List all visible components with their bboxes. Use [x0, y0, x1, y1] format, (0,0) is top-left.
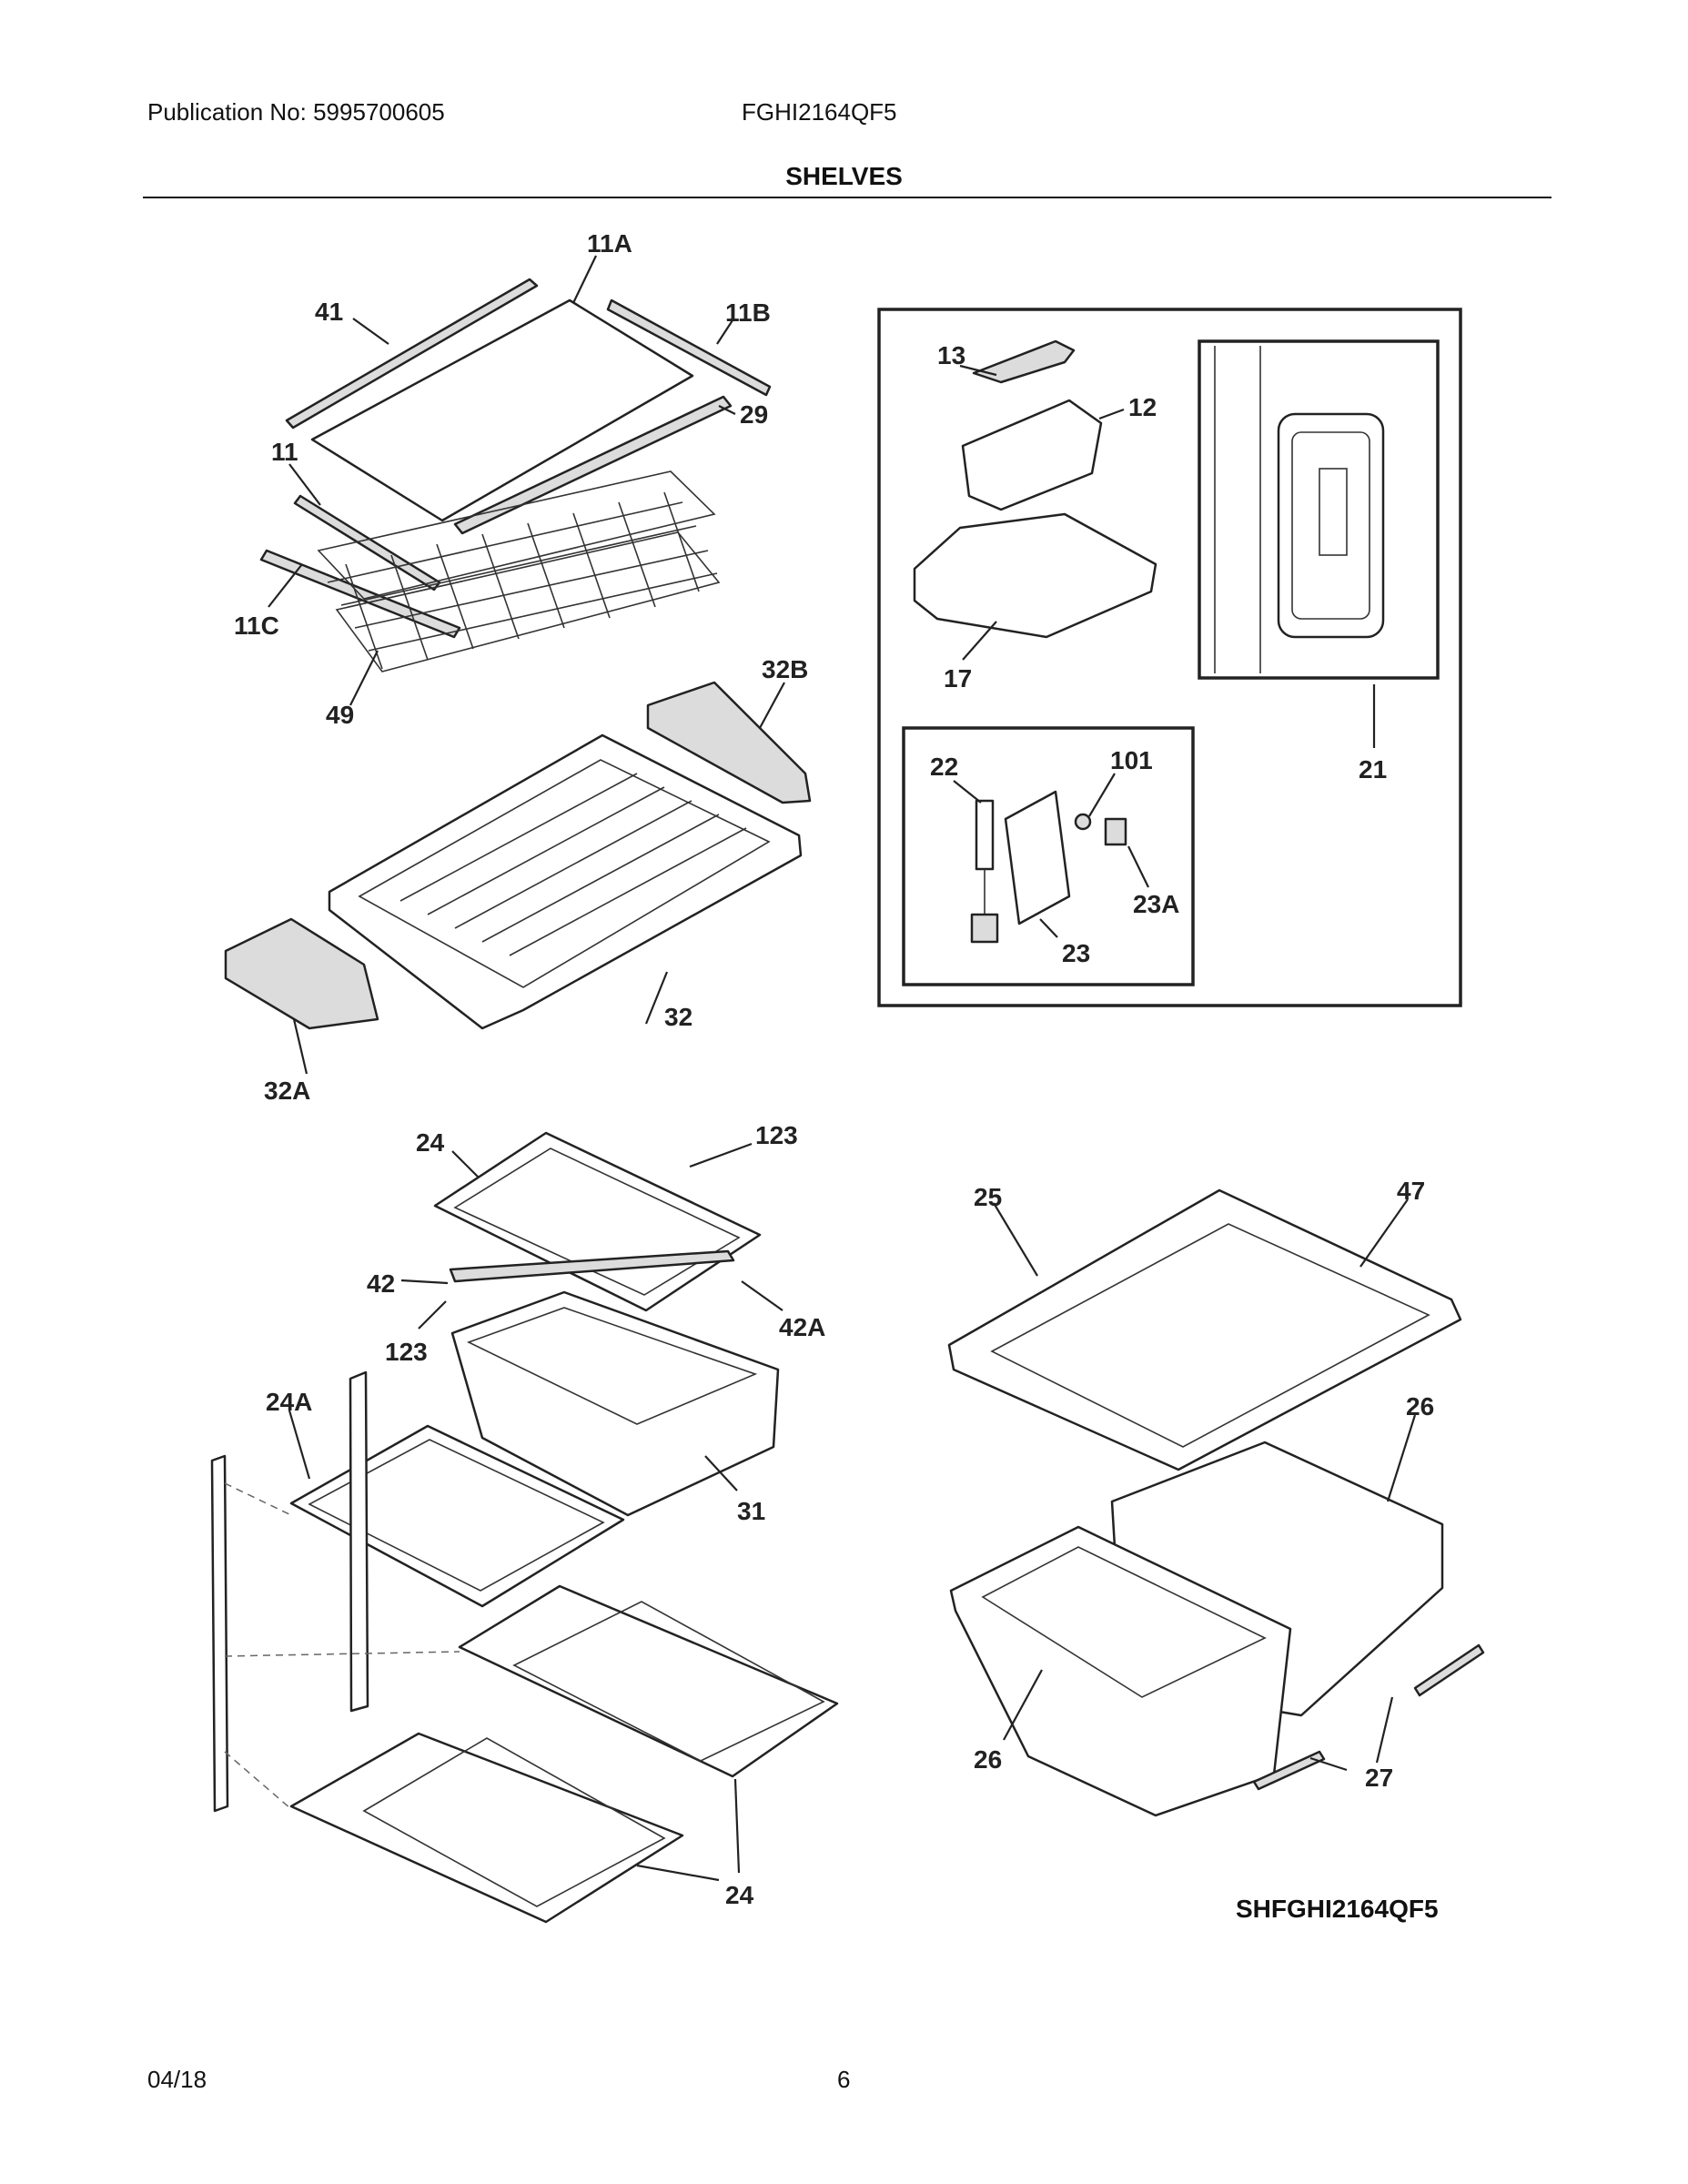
callout-24-bottom: 24	[725, 1881, 754, 1909]
dispenser-detail-frame	[1198, 339, 1440, 680]
left-crisper-pan-part	[949, 1525, 1292, 1817]
rear-trim-part	[453, 395, 733, 535]
callout-11B: 11B	[725, 298, 771, 327]
crisper-drawer-ribs	[399, 773, 747, 956]
crisper-cover-assembly	[947, 1188, 1485, 1817]
shelf-glass-lower	[362, 1737, 666, 1907]
callout-49: 49	[326, 701, 354, 729]
callout-32B: 32B	[762, 655, 808, 683]
callout-26-right: 26	[1406, 1392, 1434, 1421]
callout-26-left: 26	[974, 1745, 1002, 1774]
callout-11C: 11C	[234, 612, 279, 640]
crisper-drawer-inner	[358, 759, 771, 988]
pan-slide-lower	[1252, 1750, 1326, 1791]
sensor-connector	[970, 913, 999, 944]
control-panel-switch	[1319, 468, 1348, 556]
callout-24A: 24A	[266, 1388, 312, 1416]
ice-bucket-part	[961, 399, 1103, 511]
callout-25: 25	[974, 1183, 1002, 1211]
sensor-detail	[970, 790, 1127, 944]
diagram-code: SHFGHI2164QF5	[1236, 1895, 1439, 1923]
handle-part	[972, 339, 1076, 384]
callout-47: 47	[1397, 1177, 1425, 1205]
callout-21: 21	[1359, 755, 1387, 784]
shelf-frame-24A	[289, 1424, 625, 1608]
sensor-part	[975, 799, 995, 871]
dispenser-detail	[1214, 346, 1385, 673]
rail-part	[259, 549, 461, 639]
header-rule	[143, 197, 1552, 198]
callout-123-top: 123	[755, 1121, 798, 1149]
cap-part	[1104, 817, 1127, 846]
callout-101: 101	[1110, 746, 1153, 774]
callout-23: 23	[1062, 939, 1090, 967]
side-trim-part	[293, 494, 441, 592]
shelf-frame-upper	[433, 1131, 762, 1312]
model-number: FGHI2164QF5	[742, 98, 897, 126]
callout-42: 42	[367, 1269, 395, 1298]
crisper-cover-part	[947, 1188, 1462, 1471]
pan-slide-upper	[1413, 1643, 1485, 1697]
wire-basket-grid	[327, 491, 718, 670]
callout-123-mid: 123	[385, 1338, 428, 1366]
wall-rail-right	[349, 1370, 369, 1713]
deli-drawer-inner	[466, 1307, 758, 1425]
left-slide-part	[224, 917, 379, 1030]
right-slide-part	[646, 681, 812, 804]
control-panel-bezel	[1291, 431, 1370, 620]
control-panel-part	[1277, 412, 1385, 639]
alignment-lines	[224, 1482, 460, 1810]
publication-number: Publication No: 5995700605	[147, 98, 445, 126]
callout-41: 41	[315, 298, 343, 326]
ice-tray-part	[913, 512, 1157, 639]
callout-12: 12	[1128, 393, 1157, 421]
callout-11: 11	[271, 438, 298, 466]
page-title: SHELVES	[785, 162, 903, 190]
wire-basket	[317, 470, 721, 672]
callout-32: 32	[664, 1003, 692, 1031]
glass-shelf-assembly	[259, 278, 772, 639]
callout-29: 29	[740, 400, 768, 429]
sensor-detail-frame	[902, 726, 1195, 986]
shelf-frame-middle	[458, 1584, 839, 1778]
callout-23A: 23A	[1133, 890, 1179, 918]
detail-inset-frame	[877, 308, 1462, 1007]
screw-part	[1074, 813, 1092, 831]
callout-32A: 32A	[264, 1077, 310, 1105]
crisper-drawer-assembly	[224, 681, 812, 1030]
left-crisper-pan-inner	[981, 1546, 1267, 1698]
callout-17: 17	[944, 664, 972, 693]
shelf-frame-lower	[289, 1732, 684, 1924]
shelf-glass-24A	[308, 1439, 605, 1592]
callout-31: 31	[737, 1497, 765, 1525]
front-trim-part	[285, 278, 539, 430]
callout-11A: 11A	[587, 229, 632, 258]
shelf-glass-middle	[512, 1601, 825, 1762]
callout-13: 13	[937, 341, 965, 369]
callout-24-top: 24	[416, 1128, 445, 1157]
shelf-bracket-part	[449, 1249, 735, 1283]
leader-lines	[268, 255, 1417, 1882]
side-bracket-part	[606, 298, 772, 397]
callout-27: 27	[1365, 1764, 1393, 1792]
callout-22: 22	[930, 753, 958, 781]
wire-basket-base	[335, 531, 721, 672]
crisper-cover-glass	[990, 1223, 1430, 1448]
lower-shelf-assembly	[210, 1131, 839, 1924]
ice-bin-detail	[913, 339, 1157, 639]
page-number: 6	[837, 2066, 851, 2093]
sensor-cover-part	[1004, 790, 1071, 925]
callout-42A: 42A	[779, 1313, 825, 1341]
footer-date: 04/18	[147, 2066, 207, 2093]
glass-panel-part	[310, 298, 694, 522]
deli-drawer-part	[450, 1290, 780, 1517]
wire-basket-rim	[317, 470, 716, 600]
wall-rail-left	[210, 1454, 229, 1813]
crisper-drawer-part	[328, 733, 803, 1030]
